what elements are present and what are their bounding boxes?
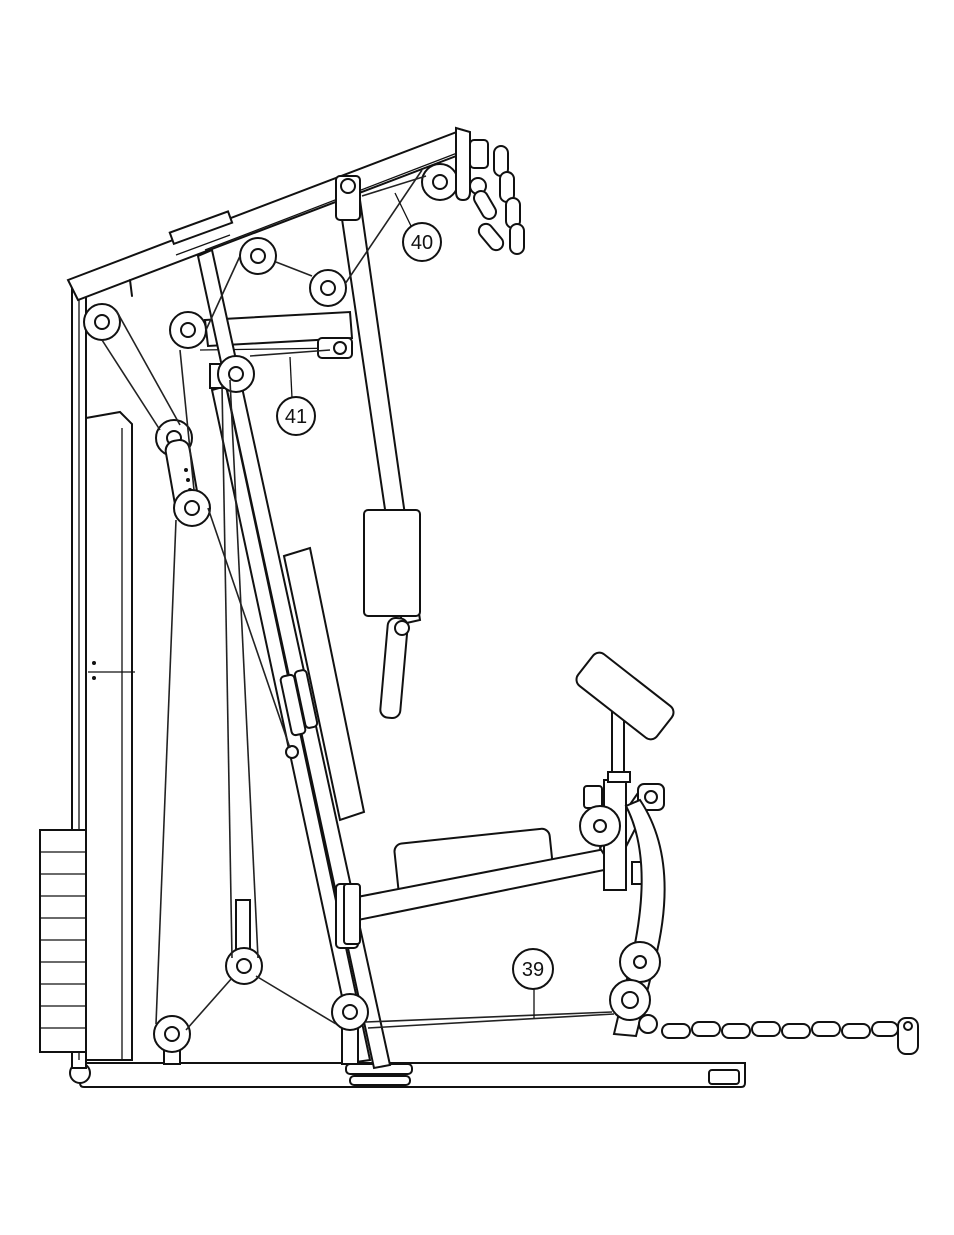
weight-stack [40,830,86,1052]
pulley-floating-2 [174,490,210,526]
callout-40: 40 [395,193,441,261]
cable-end-fitting [286,746,298,758]
upper-chain [456,128,524,254]
pulley-lower-left [154,1016,190,1064]
top-boom [68,130,472,300]
lower-chain [662,1018,918,1054]
base-frame [70,1063,745,1087]
callout-40-label: 40 [411,232,433,254]
callout-41: 41 [277,357,315,435]
callout-39: 39 [513,949,553,1018]
pulley-boom-tip [422,164,458,200]
pulley-boom-3 [310,270,346,306]
press-arm [336,176,420,719]
pulley-boom-2 [240,238,276,274]
callout-41-label: 41 [285,406,307,428]
callout-39-label: 39 [522,959,544,981]
pulley-boom-1 [170,312,206,348]
pulley-rear-top [84,304,120,340]
pulley-press [210,356,254,392]
